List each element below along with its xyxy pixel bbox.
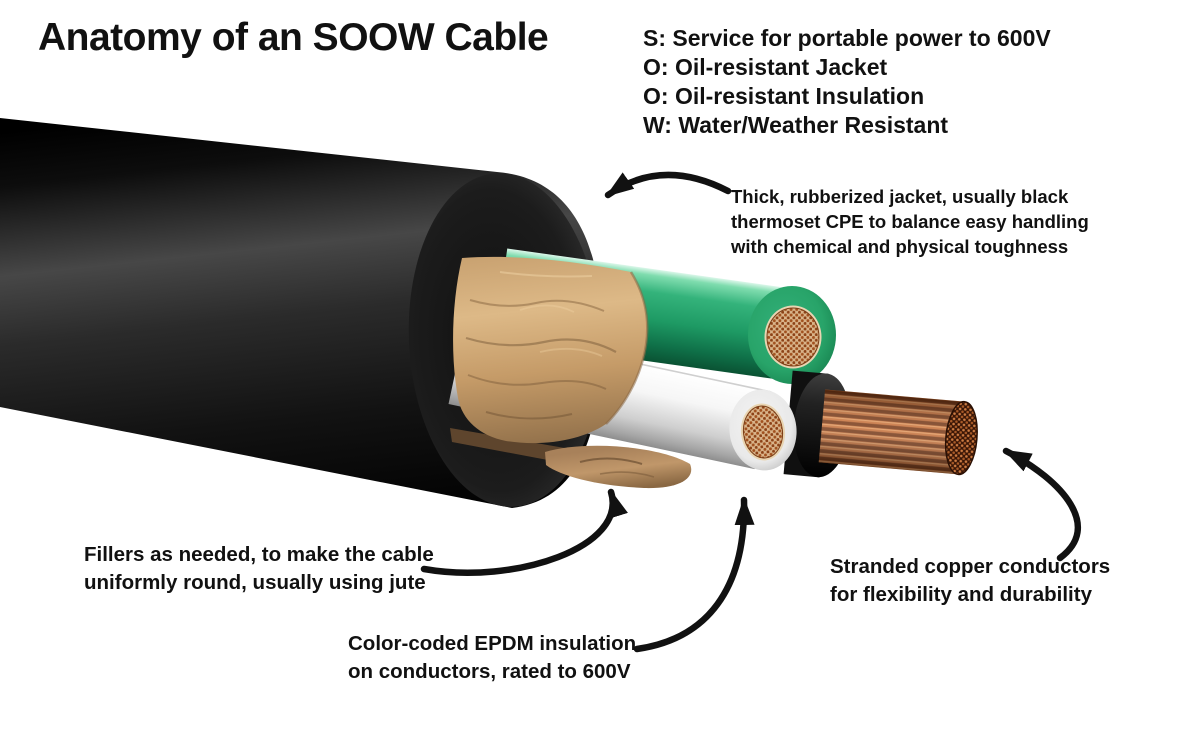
legend-line-s: S: Service for portable power to 600V bbox=[643, 25, 1051, 51]
soow-acronym-legend: S: Service for portable power to 600V O:… bbox=[643, 24, 1051, 140]
jute-filler-bottom bbox=[450, 428, 692, 489]
legend-line-o1: O: Oil-resistant Jacket bbox=[643, 54, 888, 80]
annotation-copper: Stranded copper conductors for flexibili… bbox=[830, 555, 1111, 606]
arrow-jacket bbox=[604, 171, 732, 199]
legend-line-w: W: Water/Weather Resistant bbox=[643, 112, 949, 138]
black-conductor bbox=[783, 370, 978, 478]
annotation-jacket: Thick, rubberized jacket, usually black … bbox=[731, 186, 1089, 257]
arrow-copper bbox=[1002, 447, 1082, 562]
copper-strands bbox=[818, 389, 978, 476]
arrow-fillers bbox=[420, 488, 628, 576]
annotation-arrows bbox=[420, 171, 1082, 653]
annotation-insulation: Color-coded EPDM insulation on conductor… bbox=[348, 632, 637, 683]
jute-filler bbox=[453, 256, 649, 444]
annotation-fillers: Fillers as needed, to make the cable uni… bbox=[84, 543, 434, 594]
page-title: Anatomy of an SOOW Cable bbox=[38, 16, 549, 59]
legend-line-o2: O: Oil-resistant Insulation bbox=[643, 83, 925, 109]
arrow-insulation bbox=[633, 496, 755, 653]
